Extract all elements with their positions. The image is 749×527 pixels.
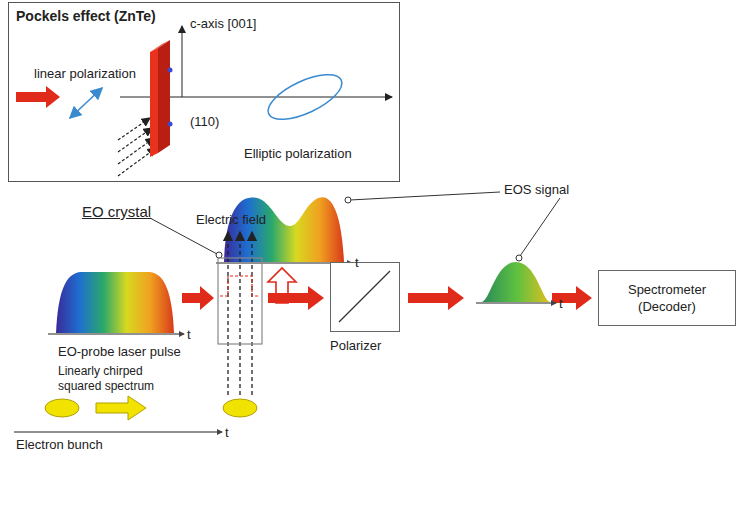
electron-bunch [14,396,257,432]
elliptic-polarization [262,66,348,129]
electric-field-arrows [228,232,252,395]
axis-t: t [355,255,359,270]
eos-spectrum [216,197,352,263]
leader-line [520,198,560,256]
leader-dot [345,197,351,203]
axis-dot [168,68,173,73]
thz-field [220,276,260,296]
pulse-note: Linearly chirped squared spectrum [58,364,178,394]
crystal-top [150,40,170,52]
bunch-label: Electron bunch [16,437,103,452]
polarizer-line [331,263,398,330]
axis-t: t [559,296,563,311]
polarizer-frame [330,262,400,332]
eo-crystal [218,258,262,344]
polarization-label: linear polarization [34,66,136,81]
laser-arrow [16,86,60,108]
leader-line [350,192,500,200]
axis-t: t [187,327,191,342]
polarization-arrow [70,88,102,118]
field-label: Electric field [196,212,266,227]
crystal-slab [150,48,158,157]
plane-label: (110) [190,114,219,129]
spectrometer-label: Spectrometer (Decoder) [621,281,713,315]
laser-spectrum [48,272,184,334]
pulse-label: EO-probe laser pulse [58,344,181,359]
spectrometer-box: Spectrometer (Decoder) [598,270,736,326]
polarizer: Polarizer [330,262,402,353]
c-axis-arrow [182,26,183,97]
pockels-illustration [16,26,392,176]
polarization-label: Elliptic polarization [244,146,352,161]
axis-t: t [225,425,229,440]
axis-dot [168,122,173,127]
axis-label: c-axis [001] [190,16,256,31]
leader-dot [516,255,522,261]
component-label: EO crystal [82,204,151,219]
leader-dot [216,252,222,258]
polarizer-label: Polarizer [330,338,402,353]
signal-label: EOS signal [504,182,569,197]
eos-pulse [476,262,556,303]
crystal-side [158,40,170,153]
panel-title: Pockels effect (ZnTe) [16,8,156,24]
